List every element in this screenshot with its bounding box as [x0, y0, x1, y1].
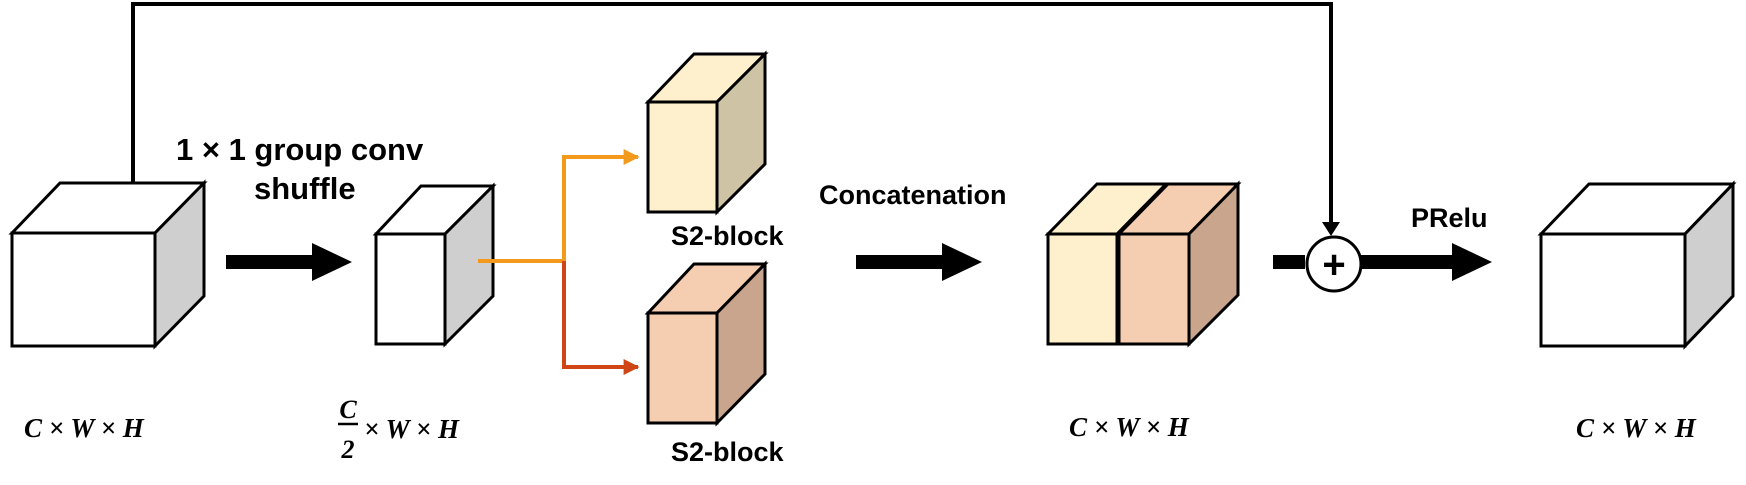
- half-channel-cube: [372, 182, 497, 348]
- concat-cube-front-yellow: [1046, 232, 1119, 346]
- output-dims-label: C × W × H: [1576, 413, 1697, 443]
- input-cube-front: [10, 231, 157, 348]
- s2-block-top-cube: [644, 50, 769, 216]
- half-dims-denominator: 2: [341, 435, 355, 464]
- arrow-2-head: [942, 243, 982, 281]
- s2-block-top-label: S2-block: [671, 221, 785, 251]
- s2-top-cube-front: [646, 100, 719, 214]
- output-feature-cube: [1537, 180, 1737, 350]
- arrow-3-head: [1452, 243, 1492, 281]
- branch-bottom-line: [562, 261, 640, 375]
- s2-block-bottom-cube: [644, 260, 769, 427]
- branch-top-line: [478, 149, 640, 263]
- concatenation-label: Concatenation: [819, 180, 1007, 210]
- prelu-label: PRelu: [1411, 203, 1488, 233]
- s2-block-bottom-label: S2-block: [671, 437, 785, 467]
- s2-bottom-cube-front: [646, 311, 719, 425]
- half-dims-rest: × W × H: [364, 414, 460, 444]
- conv-label-line2: shuffle: [254, 171, 356, 206]
- concat-cube-front-peach: [1117, 232, 1191, 346]
- conv-label-line1: 1 × 1 group conv: [176, 132, 424, 167]
- input-feature-cube: [8, 179, 208, 350]
- output-cube-front: [1539, 232, 1687, 348]
- half-dims-numerator: C: [339, 395, 357, 424]
- skip-connection-line: [131, 2, 1333, 222]
- half-cube-front: [374, 232, 447, 346]
- add-node-plus: +: [1322, 243, 1345, 287]
- concatenated-cube: [1044, 180, 1242, 348]
- skip-connection-arrowhead: [1322, 222, 1340, 236]
- arrow-1-head: [312, 243, 352, 281]
- input-dims-label: C × W × H: [24, 413, 145, 443]
- concat-dims-label: C × W × H: [1069, 412, 1190, 442]
